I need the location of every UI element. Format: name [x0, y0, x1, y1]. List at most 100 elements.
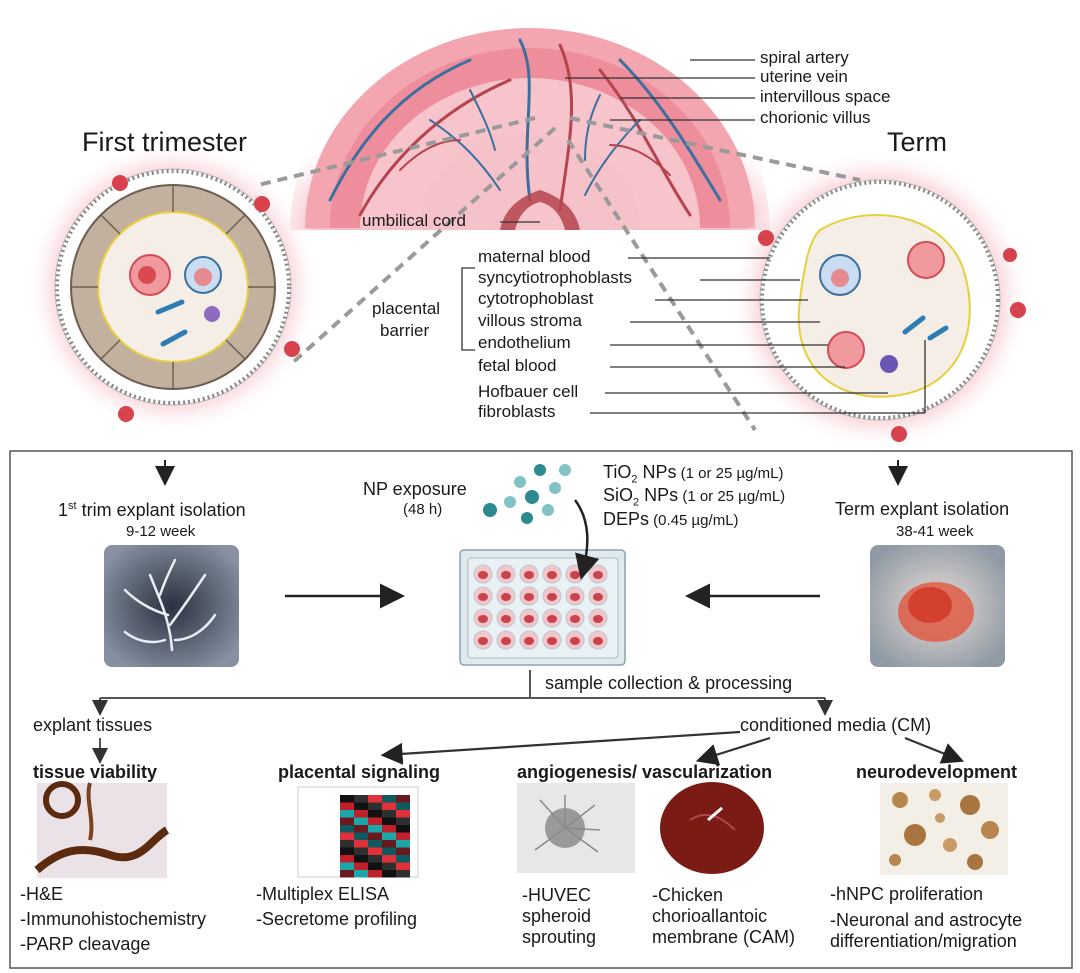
- first-weeks: 9-12 week: [126, 523, 196, 540]
- plate-well-tissue: [570, 615, 580, 623]
- plate-well-tissue: [593, 615, 603, 623]
- villus-cross-section: [25, 139, 321, 435]
- tv-item-2: -Immunohistochemistry: [20, 909, 207, 929]
- cam-thumbnail: [655, 780, 775, 878]
- heatmap-cell: [368, 870, 382, 878]
- heatmap-cell: [382, 817, 396, 825]
- plate-well-tissue: [501, 615, 511, 623]
- huvec-description: -HUVEC spheroid sprouting: [522, 885, 597, 948]
- leader-lines: [461, 59, 926, 414]
- plate-well-tissue: [478, 637, 488, 645]
- heatmap-cell: [340, 840, 354, 848]
- first-trim-isolation-label: 1st trim explant isolation: [58, 500, 246, 520]
- ps-item-2: -Secretome profiling: [256, 909, 418, 929]
- term-weeks: 38-41 week: [896, 523, 974, 540]
- plate-well-tissue: [478, 593, 488, 601]
- huvec-thumbnail: [517, 783, 635, 873]
- heatmap-cell: [368, 832, 382, 840]
- label-hofbauer-cell: Hofbauer cell: [478, 382, 579, 401]
- label-fetal-blood: fetal blood: [478, 356, 557, 375]
- heatmap-cell: [368, 847, 382, 855]
- tio2-label: TiO2 NPs (1 or 25 µg/mL): [603, 462, 784, 486]
- plate-well-tissue: [547, 615, 557, 623]
- heatmap-cell: [340, 817, 354, 825]
- heatmap-cell: [382, 840, 396, 848]
- ihc-thumbnail: [34, 781, 170, 878]
- heatmap-cell: [396, 810, 410, 818]
- heatmap-cell: [340, 802, 354, 810]
- hnpc-thumbnail: [880, 783, 1008, 875]
- plate-well-tissue: [478, 571, 488, 579]
- heatmap-cell: [368, 810, 382, 818]
- heatmap-cell: [396, 855, 410, 863]
- heatmap-cell: [382, 847, 396, 855]
- heatmap-cell: [340, 795, 354, 803]
- plate-well-tissue: [524, 571, 534, 579]
- angiogenesis-title: angiogenesis/ vascularization: [517, 762, 773, 782]
- label-chorionic-villus: chorionic villus: [760, 108, 871, 127]
- heatmap-cell: [368, 855, 382, 863]
- plate-well-tissue: [547, 571, 557, 579]
- heatmap-cell: [354, 870, 368, 878]
- plate-well-tissue: [524, 615, 534, 623]
- heatmap-cell: [368, 840, 382, 848]
- label-uterine-vein: uterine vein: [760, 67, 848, 86]
- np-exposure-label: NP exposure: [363, 479, 467, 499]
- sample-collection-label: sample collection & processing: [545, 673, 793, 693]
- villus-cross-section-term: [728, 148, 1032, 452]
- plate-well-tissue: [501, 637, 511, 645]
- plate-well-tissue: [593, 637, 603, 645]
- heatmap-cell: [396, 847, 410, 855]
- nd-item-2: -Neuronal and astrocyte differentiation/…: [830, 910, 1023, 952]
- heatmap-cell: [368, 795, 382, 803]
- explant-tissues-label: explant tissues: [33, 715, 153, 735]
- heatmap-cell: [354, 832, 368, 840]
- heatmap-cell: [340, 825, 354, 833]
- cam-description: -Chicken chorioallantoic membrane (CAM): [652, 885, 796, 948]
- plate-well-tissue: [570, 637, 580, 645]
- heatmap-cell: [354, 840, 368, 848]
- heatmap-cell: [382, 870, 396, 878]
- nd-item-1: -hNPC proliferation: [830, 884, 984, 904]
- heatmap-cell: [354, 862, 368, 870]
- heatmap-cell: [368, 862, 382, 870]
- neurodevelopment-title: neurodevelopment: [856, 762, 1018, 782]
- heatmap-cell: [340, 832, 354, 840]
- heatmap-cell: [340, 855, 354, 863]
- heatmap-cell: [382, 810, 396, 818]
- workflow-box: [9, 450, 1073, 969]
- conditioned-media-label: conditioned media (CM): [740, 715, 932, 735]
- heatmap-cell: [382, 795, 396, 803]
- label-placental: placental: [372, 299, 441, 318]
- sio2-label: SiO2 NPs (1 or 25 µg/mL): [603, 485, 786, 509]
- tv-item-3: -PARP cleavage: [20, 934, 151, 954]
- label-umbilical-cord: umbilical cord: [362, 211, 466, 230]
- heatmap-cell: [354, 825, 368, 833]
- label-fibroblasts: fibroblasts: [478, 402, 556, 421]
- label-cytotrophoblast: cytotrophoblast: [478, 289, 594, 308]
- heatmap-cell: [340, 810, 354, 818]
- heatmap-cell: [354, 817, 368, 825]
- heatmap-cell: [396, 862, 410, 870]
- heatmap-cell: [354, 802, 368, 810]
- heatmap-cell: [354, 810, 368, 818]
- label-maternal-blood: maternal blood: [478, 247, 591, 266]
- heatmap-cell: [396, 802, 410, 810]
- plate-well-tissue: [547, 593, 557, 601]
- label-villous-stroma: villous stroma: [478, 311, 582, 330]
- plate-well-tissue: [570, 593, 580, 601]
- heatmap-cell: [340, 862, 354, 870]
- label-spiral-artery: spiral artery: [760, 48, 849, 67]
- tv-item-1: -H&E: [20, 884, 64, 904]
- term-isolation-label: Term explant isolation: [835, 499, 1010, 519]
- ps-item-1: -Multiplex ELISA: [256, 884, 390, 904]
- heatmap-cell: [396, 795, 410, 803]
- first-trimester-title: First trimester: [82, 127, 247, 157]
- heatmap-cell: [382, 802, 396, 810]
- heatmap-cell: [354, 795, 368, 803]
- heatmap-cell: [396, 825, 410, 833]
- nanoparticle-cluster: [483, 464, 571, 524]
- plate-well-tissue: [501, 593, 511, 601]
- plate-well-tissue: [524, 637, 534, 645]
